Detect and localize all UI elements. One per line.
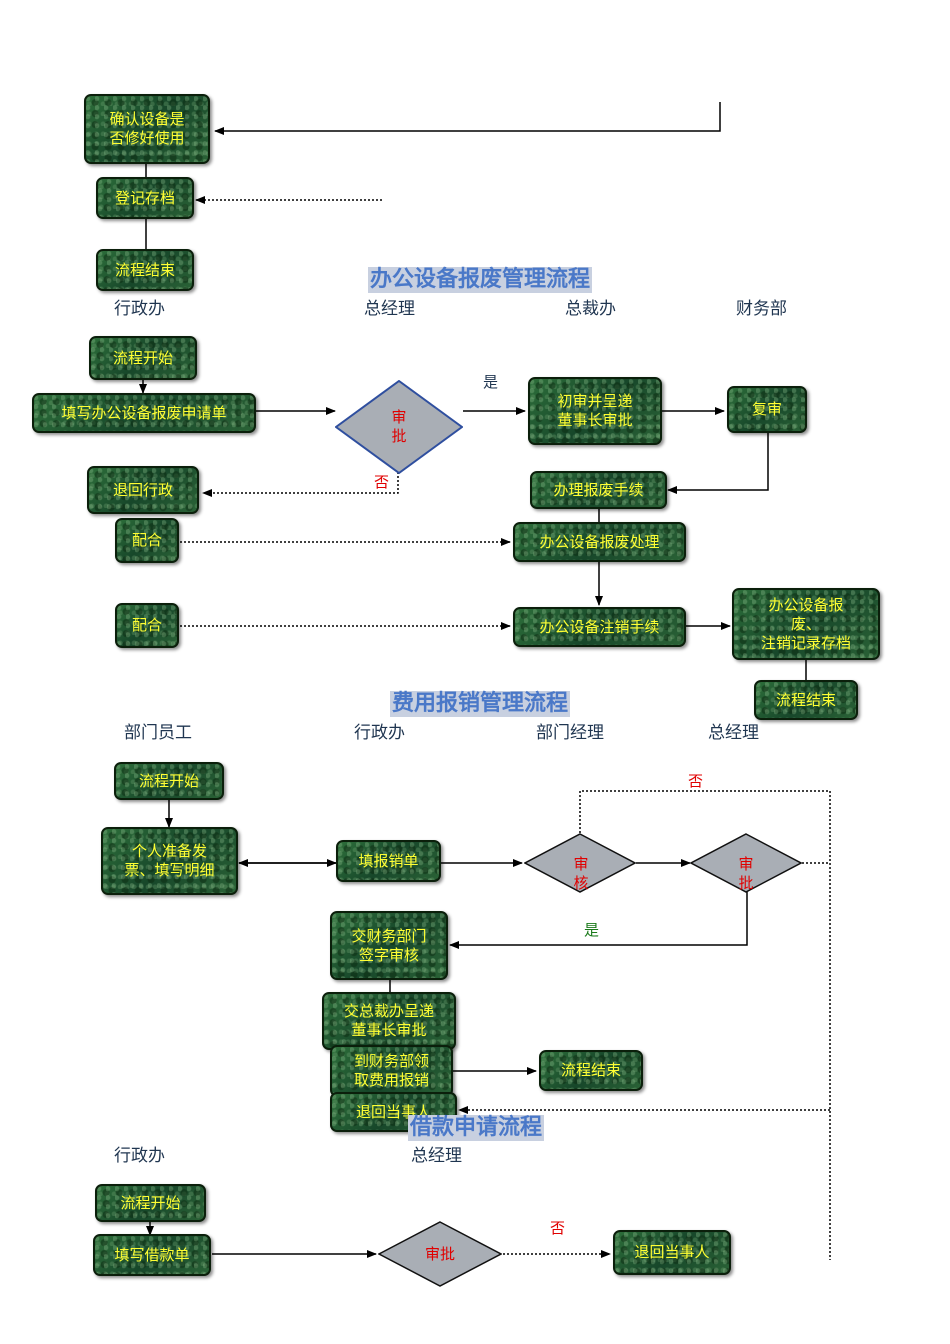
label-yes: 是	[584, 921, 600, 939]
box-label: 初审并呈递 董事长审批	[557, 392, 633, 429]
box-cancel-procedure[interactable]: 办公设备注销手续	[513, 607, 686, 647]
box-return-admin[interactable]: 退回行政	[87, 466, 199, 514]
diamond-shape	[524, 833, 636, 893]
box-first-review[interactable]: 初审并呈递 董事长审批	[528, 377, 662, 445]
diamond-shape	[378, 1221, 502, 1287]
box-scrap-processing[interactable]: 办公设备报废处理	[513, 522, 686, 562]
box-cooperate-1[interactable]: 配合	[115, 518, 179, 563]
label-no: 否	[374, 473, 390, 491]
box-label: 确认设备是 否修好使用	[109, 110, 185, 147]
diamond-label: 审 批	[738, 855, 754, 892]
box-label: 配合	[131, 616, 162, 634]
column-header: 部门员工	[124, 723, 192, 743]
box-process-end-3[interactable]: 流程结束	[539, 1050, 643, 1091]
box-process-start-3[interactable]: 流程开始	[114, 762, 224, 800]
box-process-end-1[interactable]: 流程结束	[96, 249, 194, 291]
column-header: 行政办	[114, 1146, 165, 1166]
box-label: 登记存档	[114, 188, 175, 207]
column-header: 部门经理	[536, 723, 604, 743]
box-label: 复审	[751, 400, 782, 418]
box-confirm-equipment[interactable]: 确认设备是 否修好使用	[84, 94, 210, 164]
box-label: 配合	[131, 531, 162, 549]
box-return-party-3[interactable]: 退回当事人	[330, 1092, 457, 1132]
diamond-approve-4[interactable]: 审批	[378, 1221, 502, 1287]
box-label: 办公设备报 废、 注销记录存档	[760, 595, 851, 652]
label-yes: 是	[483, 373, 499, 391]
diamond-approve-2[interactable]: 审 批	[335, 380, 463, 474]
box-label: 流程结束	[775, 690, 836, 709]
label-no: 否	[550, 1219, 566, 1237]
box-label: 流程结束	[114, 260, 175, 279]
diamond-review-3[interactable]: 审 核	[524, 833, 636, 893]
box-process-start-2[interactable]: 流程开始	[89, 336, 197, 380]
box-label: 退回行政	[112, 480, 173, 499]
box-label: 流程结束	[560, 1061, 621, 1079]
box-label: 办理报废手续	[553, 480, 644, 499]
box-label: 填报销单	[358, 851, 419, 870]
box-label: 填写借款单	[114, 1245, 190, 1264]
box-process-end-2[interactable]: 流程结束	[754, 680, 858, 720]
diamond-label: 审批	[424, 1244, 455, 1263]
column-header: 总经理	[364, 299, 415, 319]
diamond-approve-3[interactable]: 审 批	[690, 833, 802, 893]
box-label: 流程开始	[138, 771, 199, 790]
box-scrap-procedure[interactable]: 办理报废手续	[530, 471, 667, 509]
box-label: 流程开始	[112, 348, 173, 367]
box-label: 个人准备发 票、填写明细	[124, 842, 215, 879]
box-label: 交总裁办呈递 董事长审批	[343, 1002, 434, 1039]
column-header: 总经理	[411, 1146, 462, 1166]
box-label: 办公设备报废处理	[539, 532, 660, 551]
box-review[interactable]: 复审	[727, 386, 807, 433]
box-fill-scrap-form[interactable]: 填写办公设备报废申请单	[32, 393, 256, 433]
box-label: 办公设备注销手续	[539, 617, 660, 636]
box-label: 流程开始	[120, 1193, 181, 1212]
diamond-label: 审 核	[573, 855, 589, 892]
box-fill-expense-form[interactable]: 填报销单	[336, 840, 441, 882]
column-header: 行政办	[114, 299, 165, 319]
section3-title: 费用报销管理流程	[390, 691, 571, 717]
box-collect-reimbursement[interactable]: 到财务部领 取费用报销	[330, 1045, 453, 1097]
section2-title: 办公设备报废管理流程	[368, 267, 593, 293]
box-label: 填写办公设备报废申请单	[61, 403, 227, 422]
column-header: 行政办	[354, 723, 405, 743]
column-header: 总经理	[708, 723, 759, 743]
box-archive-record[interactable]: 办公设备报 废、 注销记录存档	[732, 588, 880, 660]
column-header: 财务部	[736, 299, 787, 319]
box-prepare-invoice[interactable]: 个人准备发 票、填写明细	[101, 827, 238, 895]
box-label: 交财务部门 签字审核	[351, 926, 427, 964]
diamond-shape	[335, 380, 463, 474]
box-label: 退回当事人	[634, 1243, 710, 1261]
section4-title: 借款申请流程	[408, 1115, 545, 1141]
box-cooperate-2[interactable]: 配合	[115, 603, 179, 648]
label-no: 否	[688, 772, 704, 790]
box-label: 到财务部领 取费用报销	[353, 1052, 429, 1089]
box-register-archive[interactable]: 登记存档	[96, 177, 194, 219]
box-finance-signoff[interactable]: 交财务部门 签字审核	[330, 911, 448, 980]
box-process-start-4[interactable]: 流程开始	[95, 1184, 206, 1222]
box-fill-loan-form[interactable]: 填写借款单	[93, 1234, 211, 1276]
diamond-shape	[690, 833, 802, 893]
column-header: 总裁办	[565, 299, 616, 319]
box-return-party-4[interactable]: 退回当事人	[613, 1230, 731, 1275]
diamond-label: 审 批	[391, 408, 407, 445]
box-president-office[interactable]: 交总裁办呈递 董事长审批	[322, 992, 456, 1050]
